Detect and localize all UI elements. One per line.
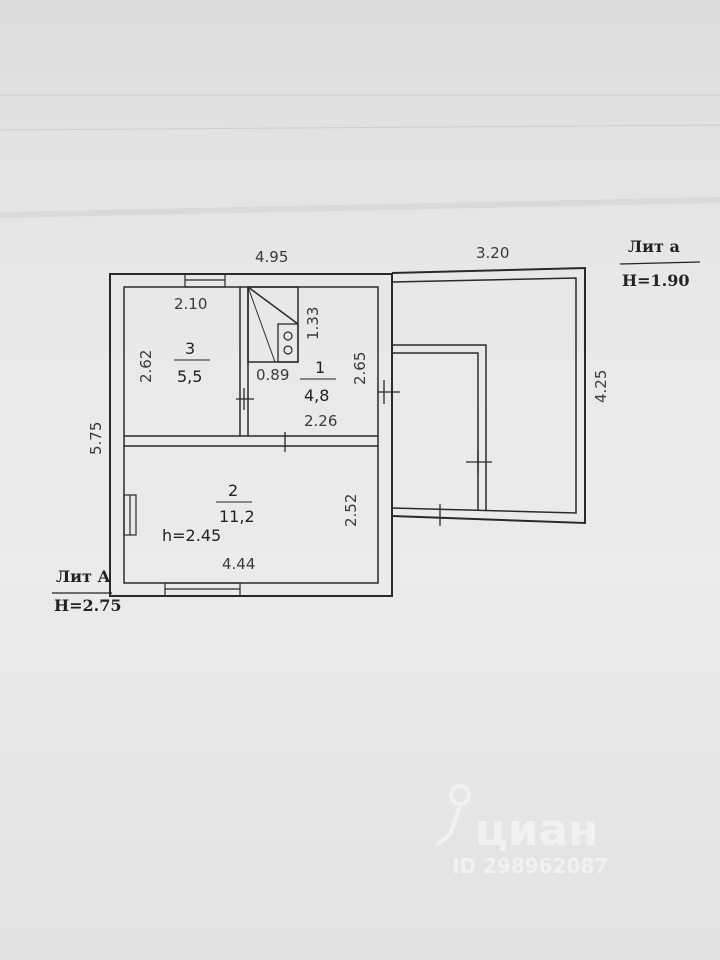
dim-top-main: 4.95 xyxy=(255,248,288,266)
room2-area: 11,2 xyxy=(219,507,255,526)
annex-inner-wall xyxy=(391,277,577,514)
background-marks xyxy=(0,94,720,218)
stove-diagonal xyxy=(247,286,299,325)
dimension-labels: 4.95 3.20 5.75 4.25 2.10 2.62 1.33 0.89 … xyxy=(87,244,610,573)
dim-room1-bottom: 2.26 xyxy=(304,412,337,430)
watermark: циан ID 298962087 xyxy=(434,784,608,878)
room3-area: 5,5 xyxy=(177,367,202,386)
room-labels: 3 5,5 1 4,8 2 11,2 xyxy=(174,339,336,526)
room1-number: 1 xyxy=(315,358,325,377)
room2-ceiling-height: h=2.45 xyxy=(162,526,221,545)
dim-top-annex: 3.20 xyxy=(476,244,509,262)
dim-right-annex: 4.25 xyxy=(592,370,610,403)
room3-number: 3 xyxy=(185,339,195,358)
dim-closet-side: 1.33 xyxy=(304,307,322,340)
location-pin-icon xyxy=(434,784,471,847)
lit-annex-label: Лит а H=1.90 xyxy=(619,237,701,290)
watermark-id: ID 298962087 xyxy=(452,854,608,878)
dim-room2-bottom: 4.44 xyxy=(222,555,255,573)
door-marks xyxy=(236,380,400,452)
dim-room3-top: 2.10 xyxy=(174,295,207,313)
watermark-brand: циан xyxy=(475,805,599,856)
lit-main-height: H=2.75 xyxy=(54,596,122,615)
room1-area: 4,8 xyxy=(304,386,329,405)
main-outer-wall xyxy=(109,273,393,597)
lit-main-label: Лит А H=2.75 xyxy=(52,567,122,615)
dim-left-main: 5.75 xyxy=(87,422,105,455)
room2-number: 2 xyxy=(228,481,238,500)
windows xyxy=(123,273,241,597)
lit-annex-name: Лит а xyxy=(628,237,680,256)
dim-room3-side: 2.62 xyxy=(137,350,155,383)
dim-room1-side: 2.65 xyxy=(351,352,369,385)
annex-partition xyxy=(392,344,487,510)
annex-outer-wall xyxy=(391,266,586,525)
lit-annex-height: H=1.90 xyxy=(622,271,690,290)
lit-main-name: Лит А xyxy=(56,567,111,586)
annex-building xyxy=(391,266,586,526)
dim-closet-width: 0.89 xyxy=(256,366,289,384)
main-building xyxy=(109,273,400,597)
stove xyxy=(277,323,299,363)
dim-room2-side: 2.52 xyxy=(342,494,360,527)
